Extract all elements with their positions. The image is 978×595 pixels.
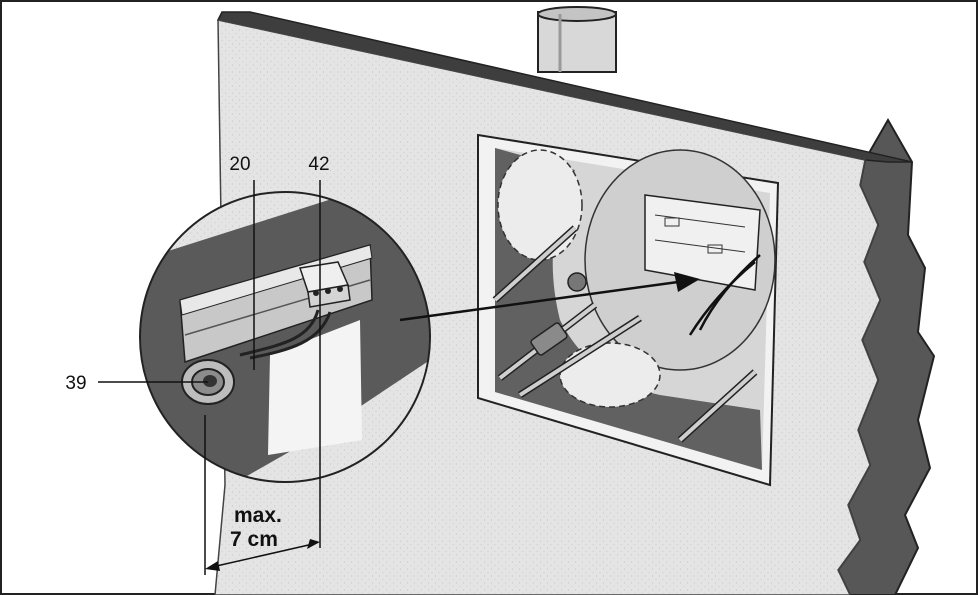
wall-recess — [477, 133, 780, 487]
callout-label-39: 39 — [65, 373, 86, 394]
pipe — [537, 6, 617, 73]
callout-39: 39 — [65, 373, 208, 394]
detail-arrow — [399, 272, 700, 322]
dimension-line2: 7 cm — [230, 528, 278, 551]
dimension-line1: max. — [234, 504, 282, 527]
callout-label-42: 42 — [308, 154, 329, 175]
callout-label-20: 20 — [229, 154, 250, 175]
detail-magnifier — [139, 191, 431, 483]
callout-42: 42 — [308, 154, 330, 290]
callout-20: 20 — [229, 154, 255, 370]
terminal-block — [299, 261, 351, 308]
dimension-marker: max. 7 cm — [204, 290, 321, 575]
